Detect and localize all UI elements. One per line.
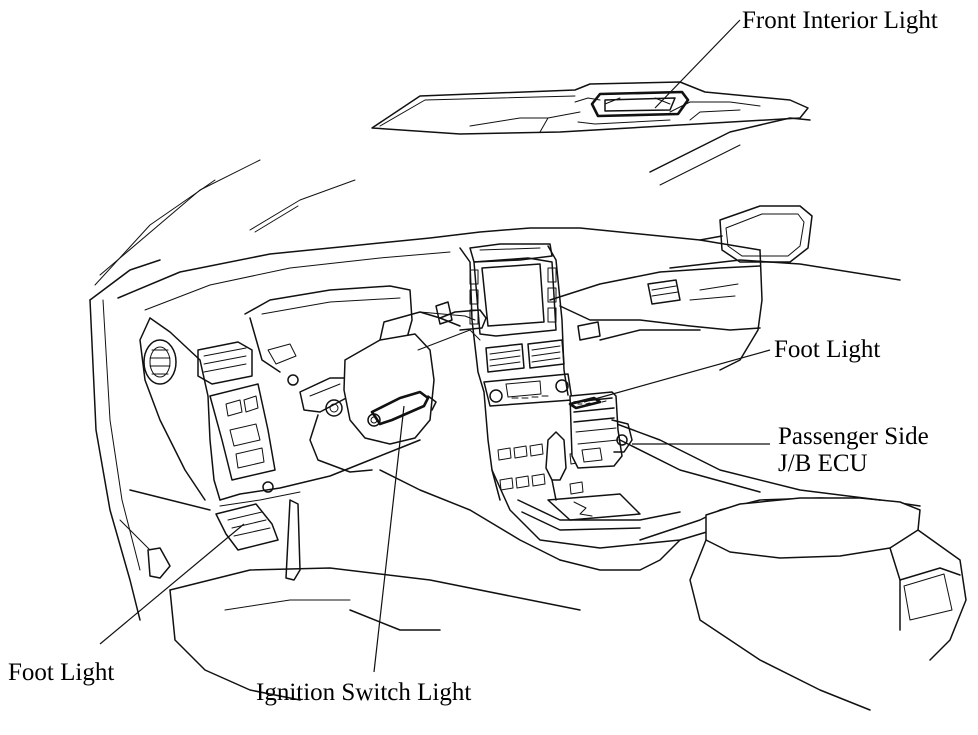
roof-console [371, 81, 809, 135]
label-ignition-switch-light: Ignition Switch Light [256, 679, 471, 706]
center-console [491, 431, 967, 711]
label-passenger-jb-line1: Passenger Side [778, 423, 929, 450]
front-interior-light [590, 90, 690, 118]
label-foot-light-left: Foot Light [8, 659, 114, 686]
side-mirror [699, 205, 813, 263]
passenger-jb-ecu [568, 391, 633, 469]
floor-area [119, 259, 901, 701]
leader-lines [99, 19, 771, 673]
label-passenger-jb-line2: J/B ECU [778, 450, 868, 477]
label-front-interior-light: Front Interior Light [742, 7, 938, 34]
steering-column [343, 309, 487, 445]
dashboard [117, 227, 763, 507]
label-foot-light-right: Foot Light [774, 336, 880, 363]
windshield-pillar [89, 117, 811, 621]
